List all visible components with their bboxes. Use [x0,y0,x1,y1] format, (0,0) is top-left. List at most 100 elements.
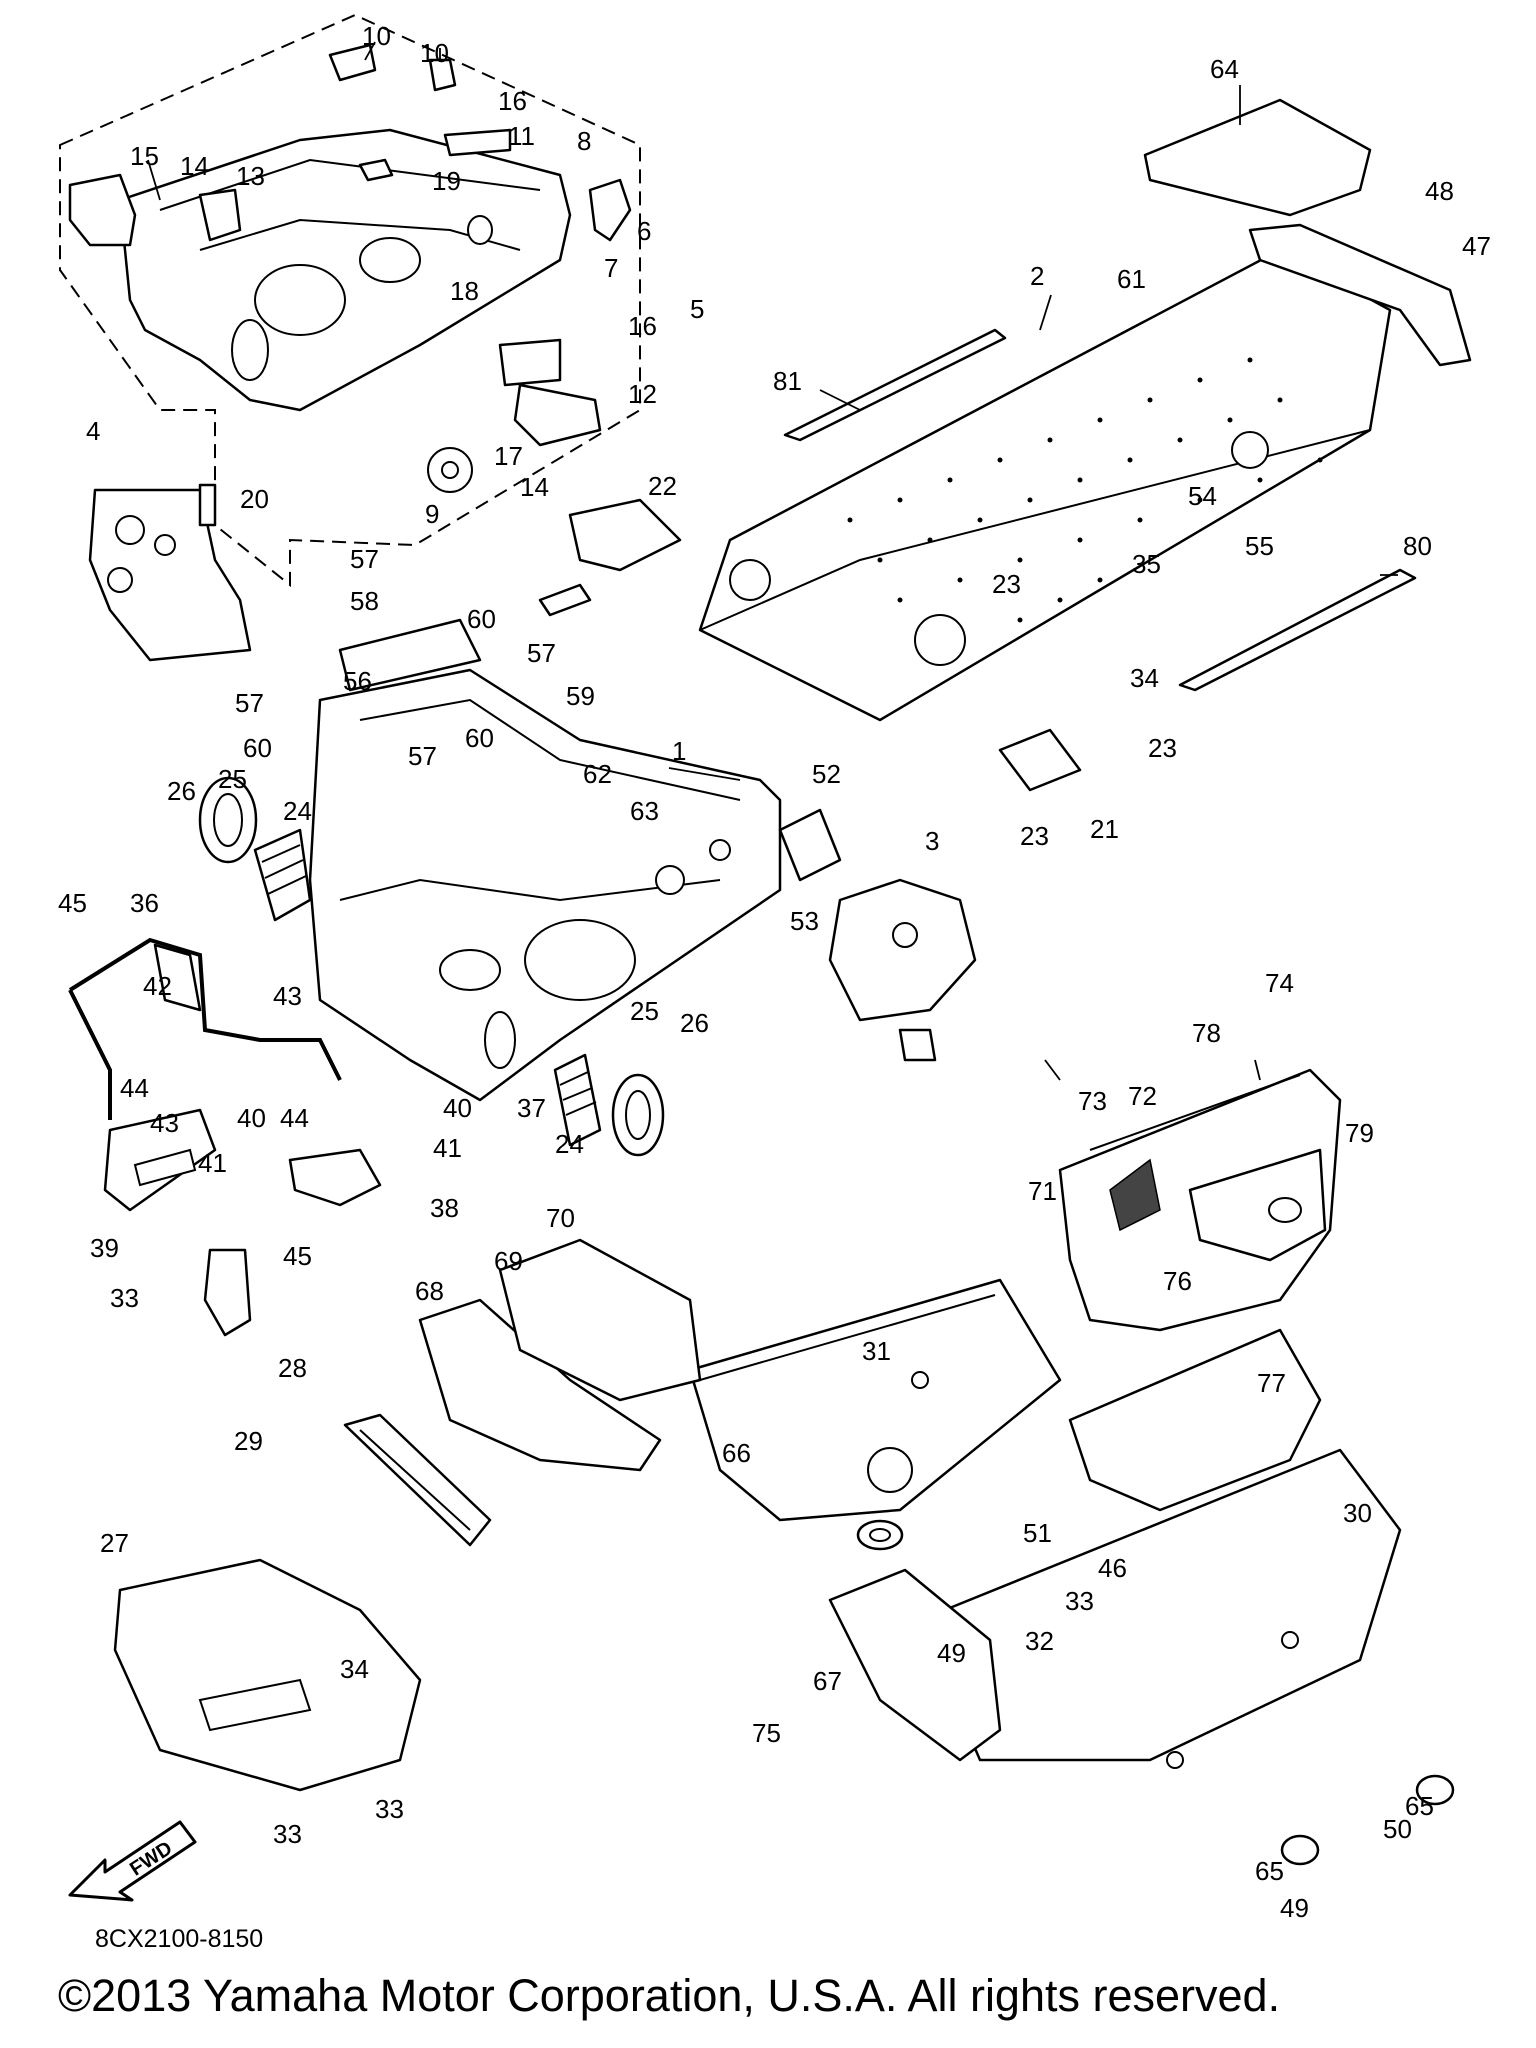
callout-68: 68 [415,1276,444,1306]
callout-69: 69 [494,1246,523,1276]
callout-23: 23 [1020,821,1049,851]
part-1-main-frame [308,583,782,1102]
copyright-notice: ©2013 Yamaha Motor Corporation, U.S.A. A… [58,1970,1281,2021]
callout-20: 20 [240,484,269,514]
callout-50: 50 [1383,1814,1412,1844]
callout-33: 33 [1065,1586,1094,1616]
callout-19: 19 [432,166,461,196]
callout-1: 1 [672,736,686,766]
callout-81: 81 [773,366,802,396]
callout-49: 49 [1280,1893,1309,1923]
callout-77: 77 [1257,1368,1286,1398]
callout-46: 46 [1098,1553,1127,1583]
callout-48: 48 [1425,176,1454,206]
callout-14: 14 [520,472,549,502]
part-81-strip [783,328,1007,442]
callout-31: 31 [862,1336,891,1366]
callout-73: 73 [1078,1086,1107,1116]
part-47-rail [1248,223,1472,367]
callout-45: 45 [58,888,87,918]
callout-28: 28 [278,1353,307,1383]
callout-labels: 10 10 16 11 8 15 14 13 19 6 18 7 5 16 12… [58,21,1491,1923]
part-68-panel [418,1298,662,1472]
callout-23: 23 [992,569,1021,599]
callout-10: 10 [420,38,449,68]
callout-37: 37 [517,1093,546,1123]
parts-24-25-boot-right [553,1053,665,1157]
callout-34: 34 [340,1654,369,1684]
callout-7: 7 [604,253,618,283]
callout-57: 57 [527,638,556,668]
callout-44: 44 [280,1103,309,1133]
callout-66: 66 [722,1438,751,1468]
tunnel-rivet-pattern [847,357,1323,623]
callout-39: 39 [90,1233,119,1263]
part-3-bracket [828,878,977,1062]
callout-55: 55 [1245,531,1274,561]
callout-45: 45 [283,1241,312,1271]
callout-71: 71 [1028,1176,1057,1206]
part-29-grille [343,1413,492,1547]
callout-34: 34 [1130,663,1159,693]
callout-44: 44 [120,1073,149,1103]
part-52-plate [778,808,842,882]
callout-42: 42 [143,971,172,1001]
callout-49: 49 [937,1638,966,1668]
callout-67: 67 [813,1666,842,1696]
callout-60: 60 [465,723,494,753]
callout-36: 36 [130,888,159,918]
callout-35: 35 [1132,549,1161,579]
callout-41: 41 [433,1133,462,1163]
callout-8: 8 [577,126,591,156]
part-28-bracket [203,1248,252,1337]
part-39-bracket [103,1108,217,1212]
callout-15: 15 [130,141,159,171]
callout-25: 25 [218,764,247,794]
callout-27: 27 [100,1528,129,1558]
callout-60: 60 [243,733,272,763]
callout-21: 21 [1090,814,1119,844]
fwd-arrow-icon: FWD [60,1800,210,1910]
callout-33: 33 [273,1819,302,1849]
callout-79: 79 [1345,1118,1374,1148]
callout-16: 16 [498,86,527,116]
callout-51: 51 [1023,1518,1052,1548]
callout-76: 76 [1163,1266,1192,1296]
callout-65: 65 [1405,1791,1434,1821]
part-67-grommet [856,1519,904,1551]
callout-40: 40 [237,1103,266,1133]
callout-30: 30 [1343,1498,1372,1528]
callout-54: 54 [1188,481,1217,511]
part-2-tunnel [698,248,1392,722]
callout-24: 24 [555,1129,584,1159]
leader-lines [147,41,1398,1081]
callout-11: 11 [508,121,535,151]
callout-10: 10 [362,21,391,51]
callout-56: 56 [343,666,372,696]
callout-24: 24 [283,796,312,826]
callout-57: 57 [350,544,379,574]
shroud-assembly-71-79 [1058,1068,1342,1332]
callout-4: 4 [86,416,100,446]
callout-26: 26 [680,1008,709,1038]
callout-43: 43 [150,1108,179,1138]
diagram-code: 8CX2100-8150 [95,1925,264,1953]
callout-40: 40 [443,1093,472,1123]
parts-24-25-boot-left [198,776,312,922]
frame-subassembly-dashed-box [59,13,641,588]
part-27-nose-pan [113,1558,422,1792]
callout-47: 47 [1462,231,1491,261]
callout-14: 14 [180,151,209,181]
part-36-bumper [68,937,342,1120]
callout-3: 3 [925,826,939,856]
part-30-pan [918,1448,1402,1769]
callout-41: 41 [198,1148,227,1178]
callout-29: 29 [234,1426,263,1456]
callout-17: 17 [494,441,523,471]
callout-38: 38 [430,1193,459,1223]
callout-80: 80 [1403,531,1432,561]
callout-23: 23 [1148,733,1177,763]
callout-62: 62 [583,759,612,789]
callout-13: 13 [236,161,265,191]
